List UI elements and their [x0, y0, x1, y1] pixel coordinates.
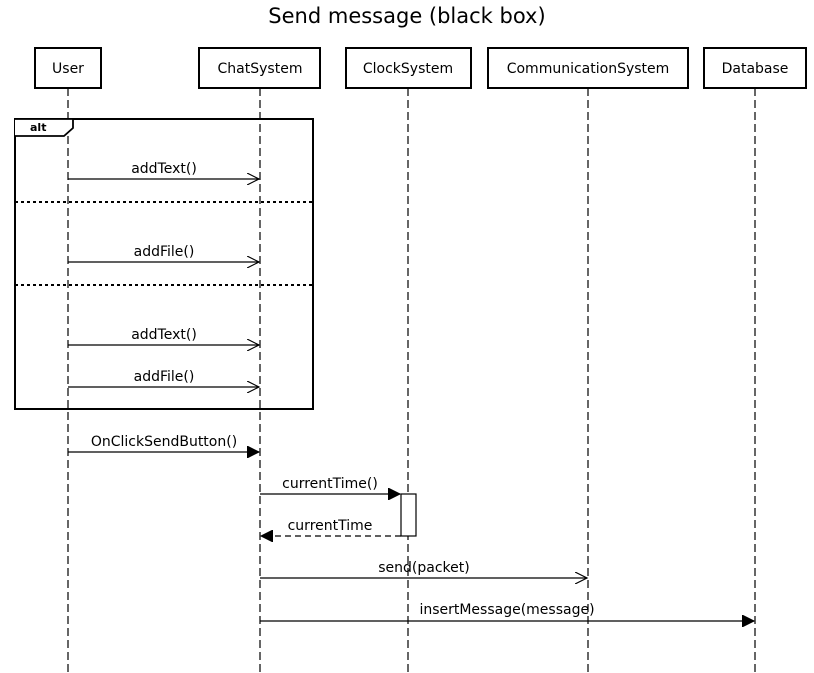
activation-bar-clocksystem — [400, 493, 417, 537]
alt-fragment: alt — [14, 118, 314, 410]
message-label: addFile() — [134, 244, 195, 260]
participant-database: Database — [703, 47, 807, 89]
message-addfile-1: addFile() — [68, 244, 259, 262]
message-send-packet: send(packet) — [260, 560, 587, 578]
participant-clocksystem: ClockSystem — [345, 47, 472, 89]
participant-chatsystem: ChatSystem — [198, 47, 321, 89]
message-currenttime-return: currentTime — [261, 518, 401, 536]
alt-fragment-tab — [15, 118, 74, 137]
participant-label: ClockSystem — [363, 61, 453, 77]
message-label: OnClickSendButton() — [91, 434, 237, 450]
message-label: addText() — [131, 327, 197, 343]
participant-label: Database — [722, 61, 789, 77]
diagram-title: Send message (black box) — [268, 4, 545, 28]
message-label: currentTime — [288, 518, 373, 534]
participant-label: ChatSystem — [218, 61, 303, 77]
message-addtext-2: addText() — [68, 327, 259, 345]
message-label: addFile() — [134, 369, 195, 385]
message-label: addText() — [131, 161, 197, 177]
alt-fragment-label: alt — [30, 121, 46, 134]
message-label: send(packet) — [378, 560, 469, 576]
participant-label: CommunicationSystem — [507, 61, 670, 77]
message-currenttime-call: currentTime() — [260, 476, 400, 494]
participant-label: User — [52, 61, 84, 77]
message-onclicksendbutton: OnClickSendButton() — [68, 434, 259, 452]
message-label: currentTime() — [282, 476, 378, 492]
participant-user: User — [34, 47, 102, 89]
message-addtext-1: addText() — [68, 161, 259, 179]
participant-communicationsystem: CommunicationSystem — [487, 47, 689, 89]
message-addfile-2: addFile() — [68, 369, 259, 387]
message-insertmessage: insertMessage(message) — [260, 602, 754, 621]
message-label: insertMessage(message) — [419, 602, 594, 618]
